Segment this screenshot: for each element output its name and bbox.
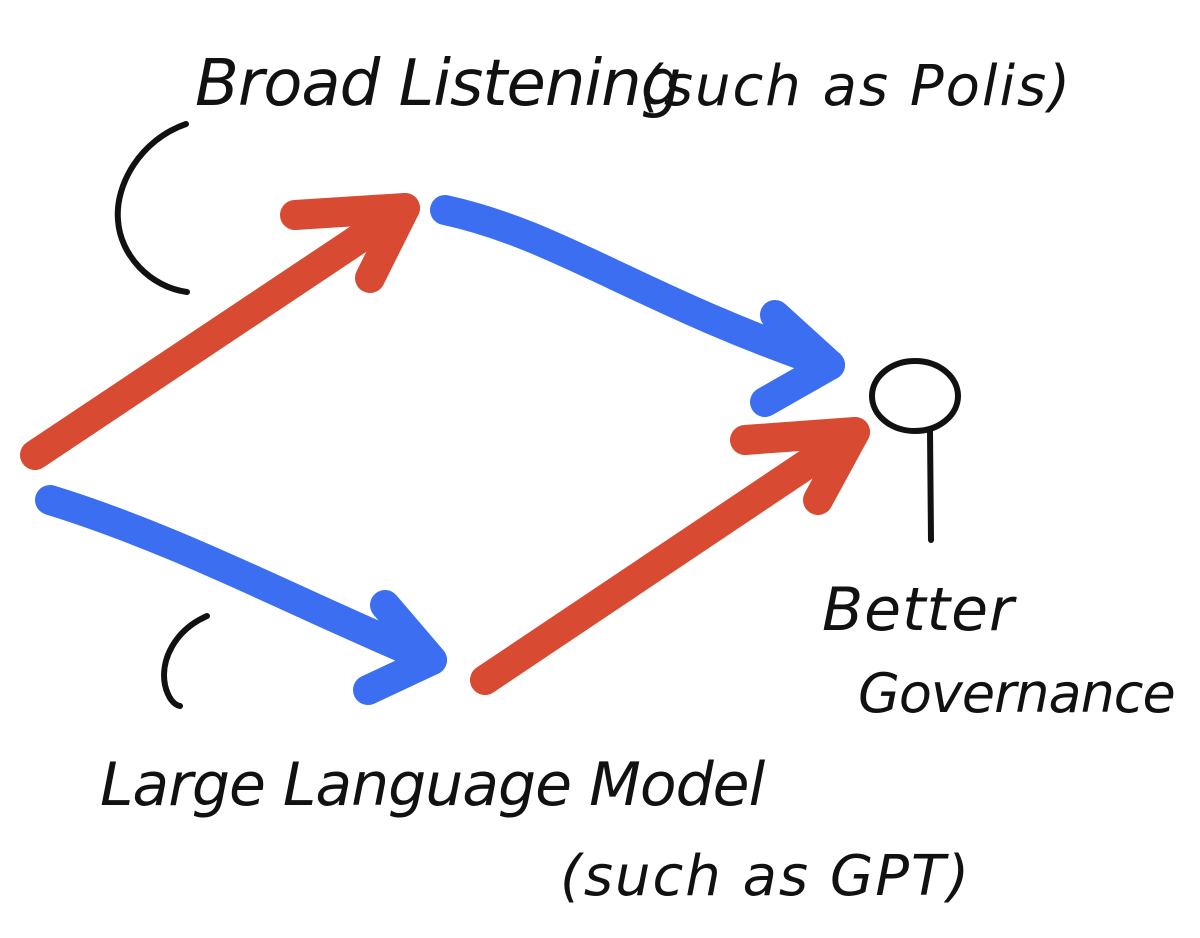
person-icon <box>869 358 961 543</box>
goal-label-line1: Better <box>822 575 1017 645</box>
lower-red-arrow-shaft <box>470 417 870 695</box>
person-icon-head <box>869 358 961 434</box>
upper-red-arrow <box>20 193 420 470</box>
upper-blue-arrow-shaft <box>430 195 845 380</box>
bottom-bracket <box>161 613 210 709</box>
goal-label-line2: Governance <box>858 662 1175 725</box>
upper-red-arrow-shaft <box>20 193 420 470</box>
upper-red-arrow-head <box>280 193 420 293</box>
person-icon-body <box>927 428 934 543</box>
lower-blue-arrow-shaft <box>35 485 447 675</box>
upper-blue-arrow-head <box>750 300 845 417</box>
lower-red-arrow <box>470 417 870 695</box>
lower-red-arrow-head <box>730 417 870 515</box>
top-bracket <box>114 121 190 295</box>
broad-listening-label: Broad Listening <box>195 47 680 121</box>
llm-example-label: (such as GPT) <box>560 844 971 909</box>
broad-listening-example-label: (such as Polis) <box>640 54 1072 119</box>
lower-blue-arrow-head <box>353 590 447 705</box>
llm-label: Large Language Model <box>100 750 766 820</box>
upper-blue-arrow <box>430 195 845 417</box>
lower-blue-arrow <box>35 485 447 705</box>
